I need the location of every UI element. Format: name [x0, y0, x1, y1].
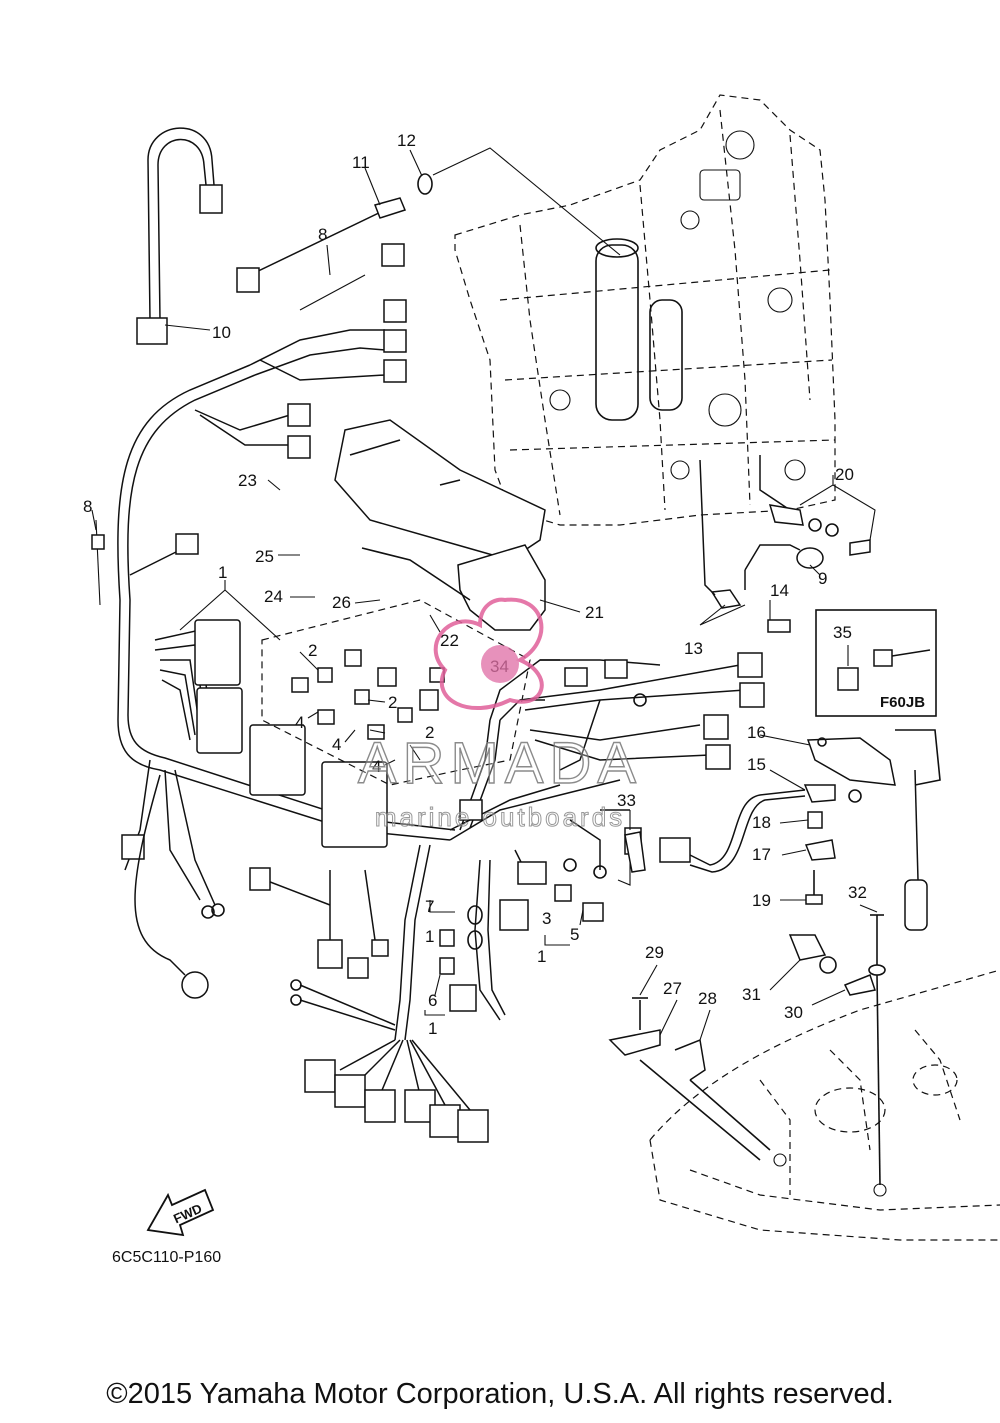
callout-10: 10 — [212, 323, 231, 342]
callout-6: 6 — [428, 991, 437, 1010]
callout-27: 27 — [663, 979, 682, 998]
callout-24: 24 — [264, 587, 283, 606]
callout-20: 20 — [835, 465, 854, 484]
callout-8: 8 — [83, 497, 92, 516]
callout-13: 13 — [684, 639, 703, 658]
callout-2: 2 — [388, 693, 397, 712]
callout-31: 31 — [742, 985, 761, 1004]
callout-2: 2 — [425, 723, 434, 742]
armada-watermark: ARMADA marine outboards — [357, 597, 642, 833]
main-wire-harness — [91, 127, 765, 1143]
callout-35: 35 — [833, 623, 852, 642]
inset-model-label: F60JB — [880, 694, 925, 711]
callout-29: 29 — [645, 943, 664, 962]
callout-4: 4 — [332, 735, 341, 754]
watermark-tagline: marine outboards — [375, 802, 625, 832]
callout-26: 26 — [332, 593, 351, 612]
callout-labels: 1 1 1 1 2 2 2 3 4 4 4 5 6 7 8 8 9 10 11 … — [83, 131, 867, 1038]
callout-16: 16 — [747, 723, 766, 742]
callout-17: 17 — [752, 845, 771, 864]
callout-14: 14 — [770, 581, 789, 600]
callout-18: 18 — [752, 813, 771, 832]
drawing-code: 6C5C110-P160 — [112, 1249, 221, 1266]
callout-22: 22 — [440, 631, 459, 650]
callout-3: 3 — [542, 909, 551, 928]
watermark-brand: ARMADA — [358, 731, 642, 796]
callout-8: 8 — [318, 225, 327, 244]
callout-15: 15 — [747, 755, 766, 774]
callout-28: 28 — [698, 989, 717, 1008]
callout-7: 7 — [425, 897, 434, 916]
copyright-notice: ©2015 Yamaha Motor Corporation, U.S.A. A… — [106, 1378, 894, 1410]
callout-4: 4 — [295, 713, 304, 732]
callout-9: 9 — [818, 569, 827, 588]
lower-case — [649, 969, 1000, 1241]
callout-11: 11 — [352, 153, 370, 172]
leader-lines — [91, 147, 878, 1041]
callout-12: 12 — [397, 131, 416, 150]
watermark-dot — [481, 645, 519, 683]
callout-1: 1 — [428, 1019, 437, 1038]
bracket-cover — [334, 419, 546, 631]
callout-30: 30 — [784, 1003, 803, 1022]
callout-21: 21 — [585, 603, 604, 622]
callout-23: 23 — [238, 471, 257, 490]
right-side-parts — [608, 455, 941, 1186]
callout-32: 32 — [848, 883, 867, 902]
callout-5: 5 — [570, 925, 579, 944]
callout-25: 25 — [255, 547, 274, 566]
callout-19: 19 — [752, 891, 771, 910]
callout-1: 1 — [425, 927, 434, 946]
callout-1: 1 — [218, 563, 227, 582]
fwd-arrow: FWD — [146, 1188, 215, 1237]
engine-block — [454, 94, 836, 526]
callout-4: 4 — [372, 757, 381, 776]
callout-33: 33 — [617, 791, 636, 810]
callout-1: 1 — [537, 947, 546, 966]
callout-2: 2 — [308, 641, 317, 660]
inset-box: 35 F60JB — [815, 609, 937, 717]
